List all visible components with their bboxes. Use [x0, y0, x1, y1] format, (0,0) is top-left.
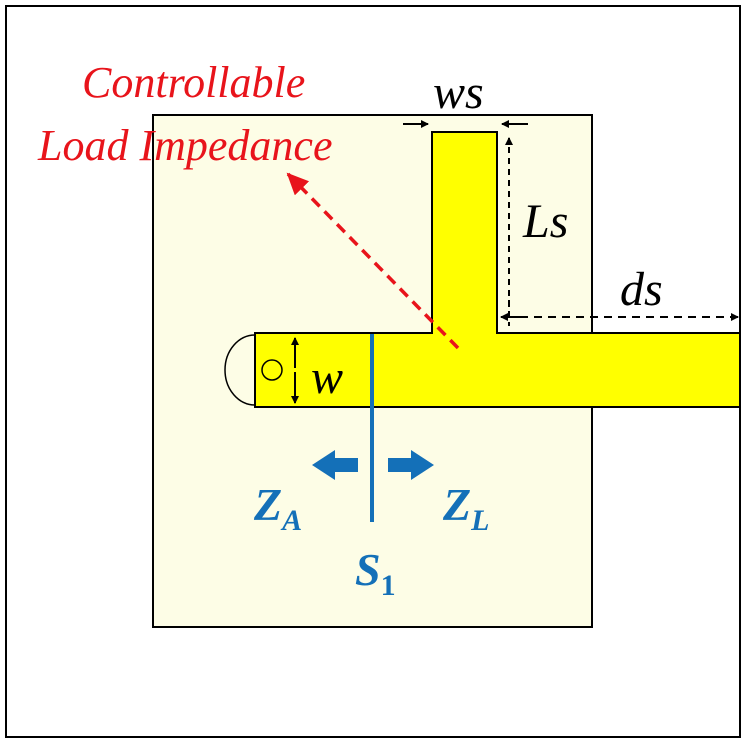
- feed-point: [261, 359, 283, 381]
- zl-sub: L: [470, 504, 489, 537]
- s1-label: S1: [355, 544, 396, 602]
- microstrip-line: [254, 131, 741, 408]
- za-sub: A: [280, 504, 302, 537]
- za-label: ZA: [253, 479, 302, 537]
- annotation-line2: Load Impedance: [37, 121, 333, 170]
- annotation-arrow: [286, 172, 460, 350]
- s1-main: S: [355, 544, 381, 595]
- w-label: w: [311, 351, 343, 404]
- zl-main: Z: [442, 479, 471, 530]
- feed-halfcircle: [224, 334, 256, 406]
- zl-label: ZL: [442, 479, 489, 537]
- ws-label: ws: [433, 66, 484, 119]
- s1-sub: 1: [381, 569, 396, 602]
- annotation-line1: Controllable: [82, 58, 305, 107]
- ds-label: ds: [620, 263, 663, 316]
- zl-arrow: [388, 450, 434, 480]
- za-main: Z: [253, 479, 282, 530]
- ls-label: Ls: [522, 195, 568, 248]
- za-arrow: [312, 450, 358, 480]
